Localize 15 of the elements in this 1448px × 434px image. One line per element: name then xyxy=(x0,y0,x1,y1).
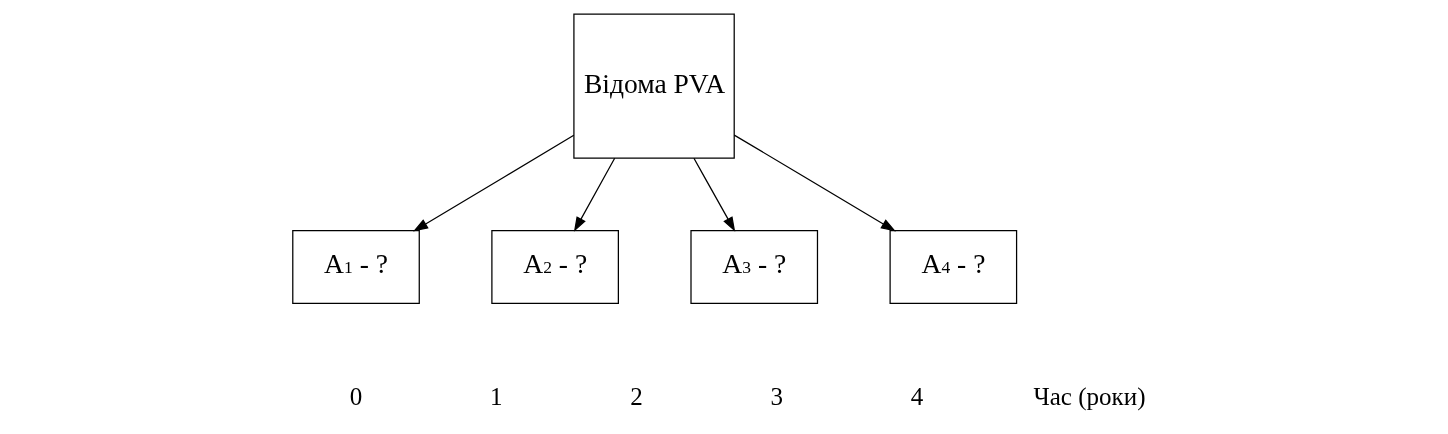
arrow xyxy=(412,134,574,232)
node-box: A3 - ? xyxy=(689,229,818,304)
node-box: A4 - ? xyxy=(889,229,1017,304)
label: 4 xyxy=(910,382,923,410)
label: 3 xyxy=(770,382,783,410)
arrow xyxy=(733,133,896,231)
node-box: A2 - ? xyxy=(490,229,619,304)
node-box: A1 - ? xyxy=(291,229,420,304)
label: 0 xyxy=(349,382,362,410)
arrow xyxy=(692,157,735,232)
arrow xyxy=(573,157,615,232)
label: 1 xyxy=(489,382,503,410)
label: 2 xyxy=(629,382,643,410)
label: Час (роки) xyxy=(1032,382,1146,410)
node-box: Відома PVA xyxy=(572,12,735,159)
